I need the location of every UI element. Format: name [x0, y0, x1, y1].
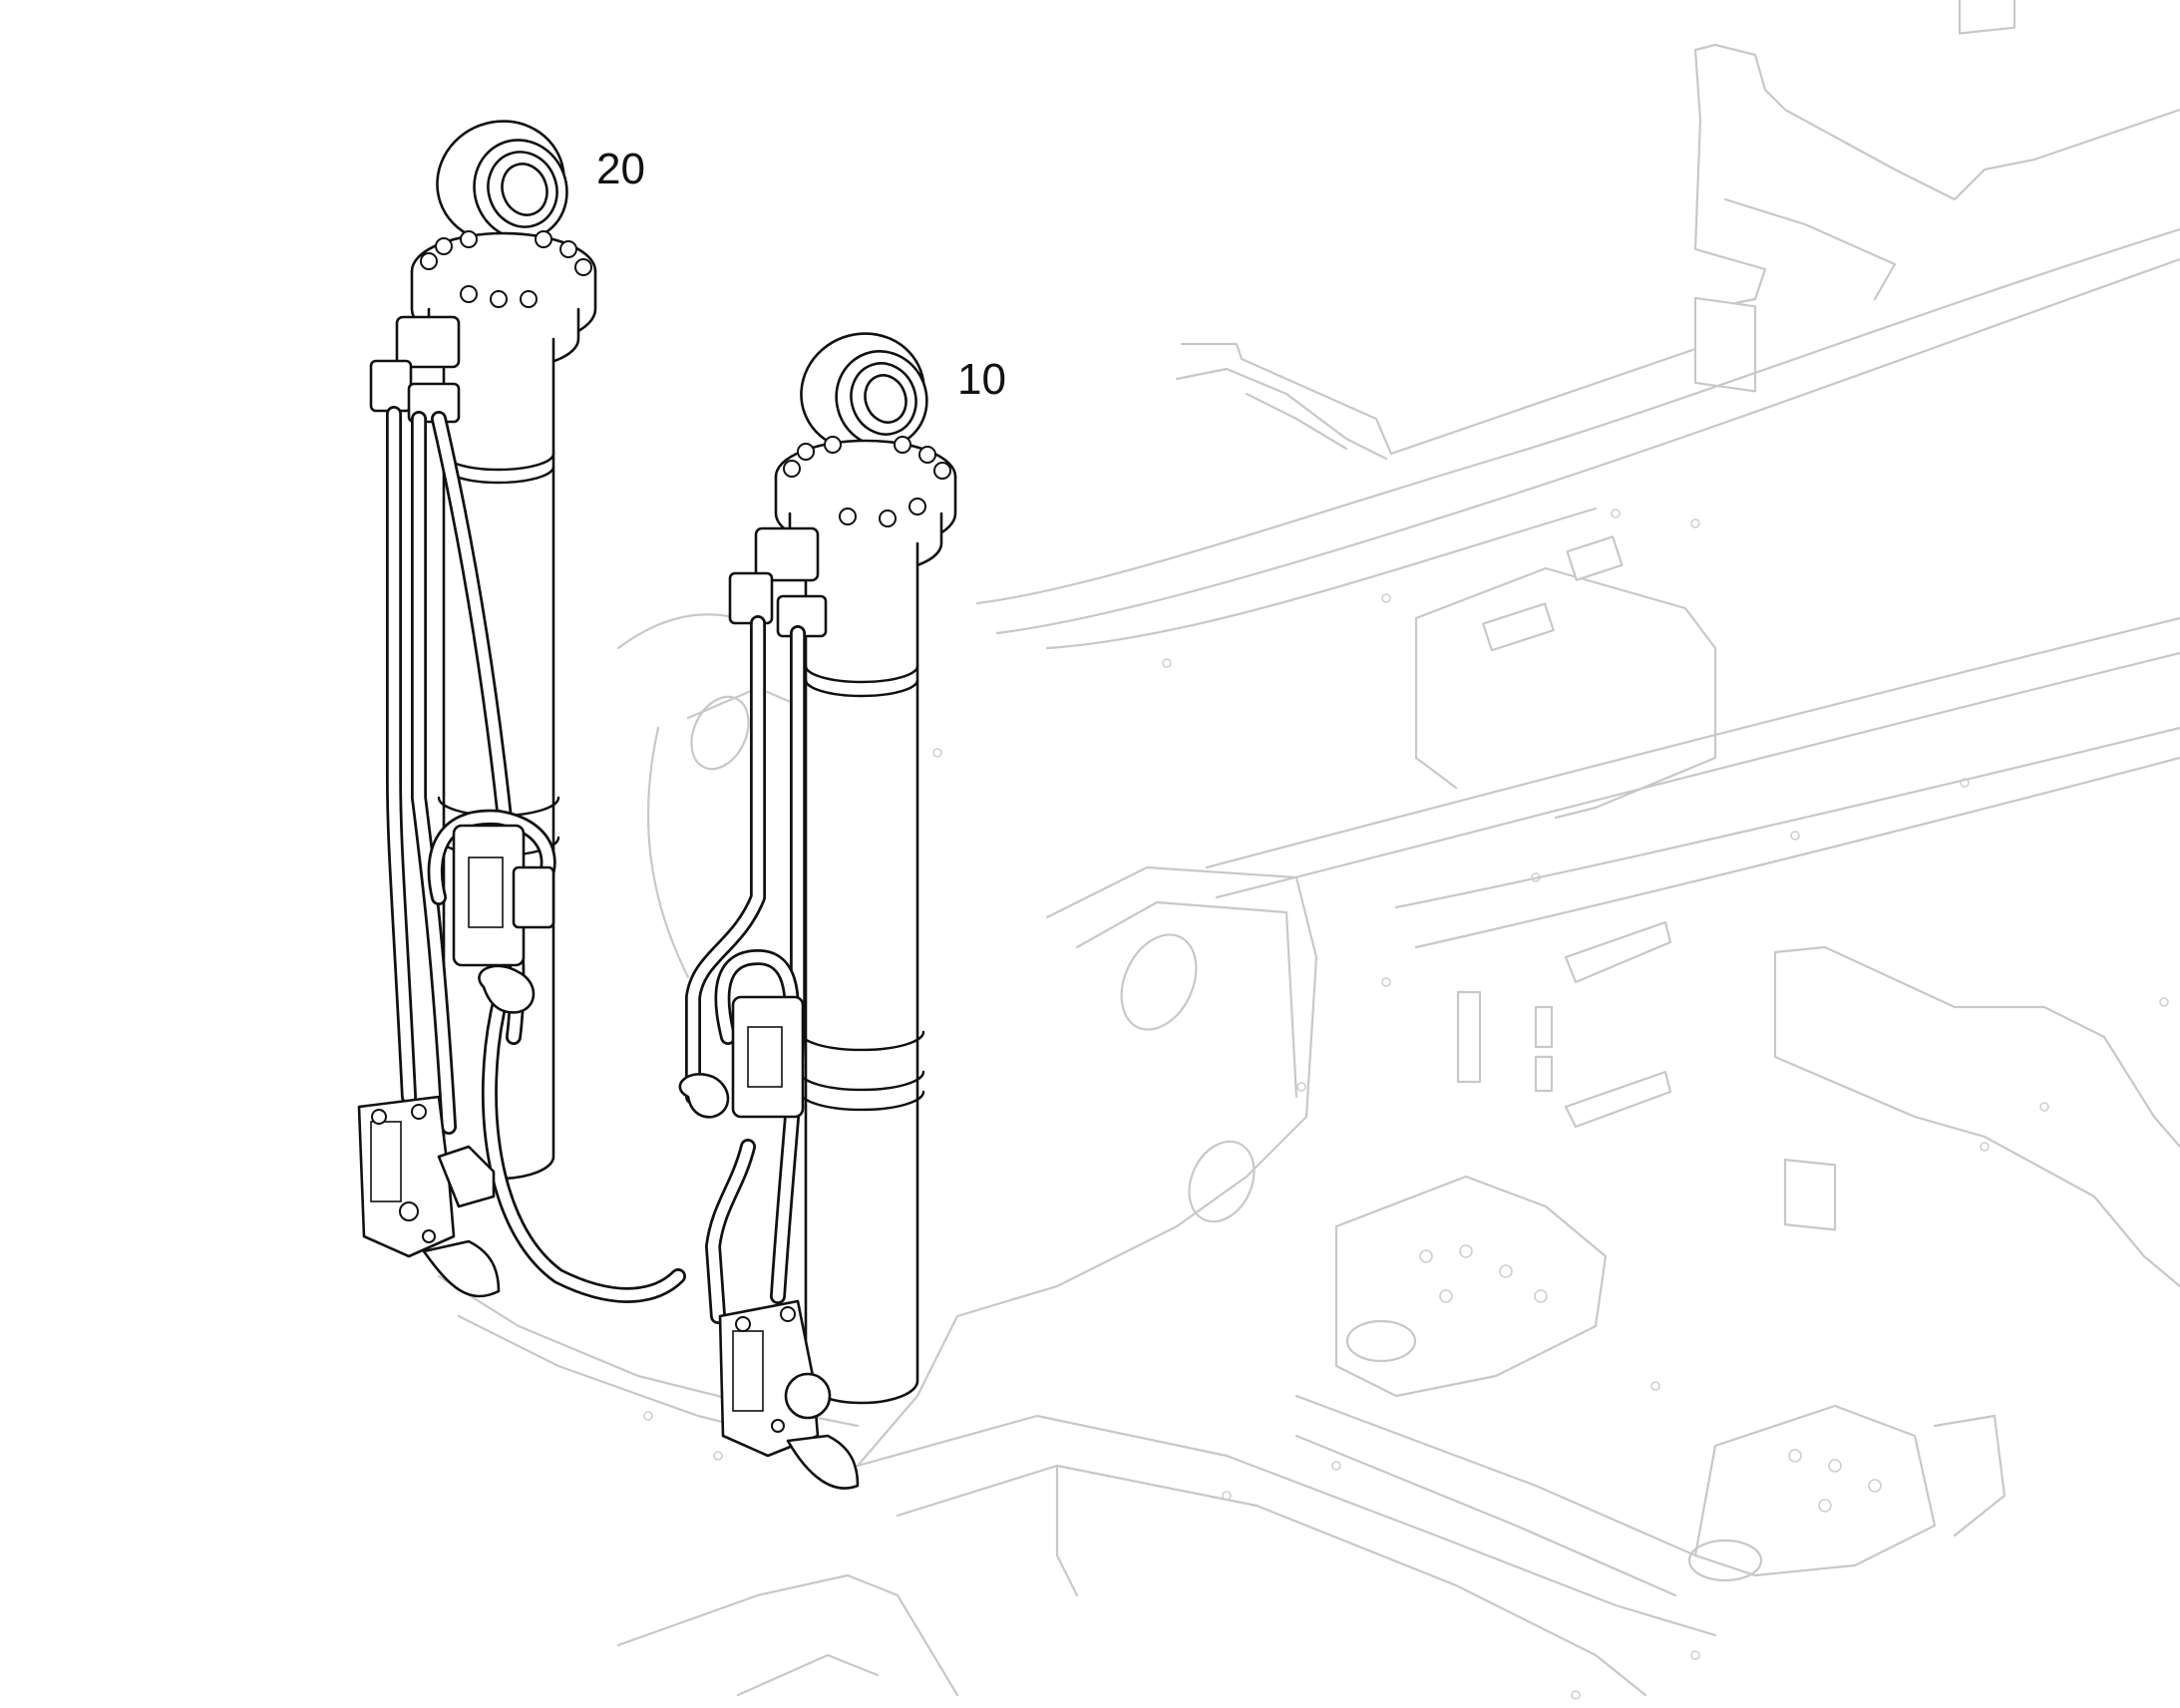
hydraulic-cylinder-10[interactable] [678, 316, 957, 1490]
callout-label-10: 10 [957, 355, 1006, 404]
machine-frame [437, 0, 2180, 1700]
frame-bolts [643, 509, 2169, 1700]
hydraulic-cylinder-20[interactable] [357, 104, 686, 1303]
callout-label-20: 20 [596, 145, 645, 193]
